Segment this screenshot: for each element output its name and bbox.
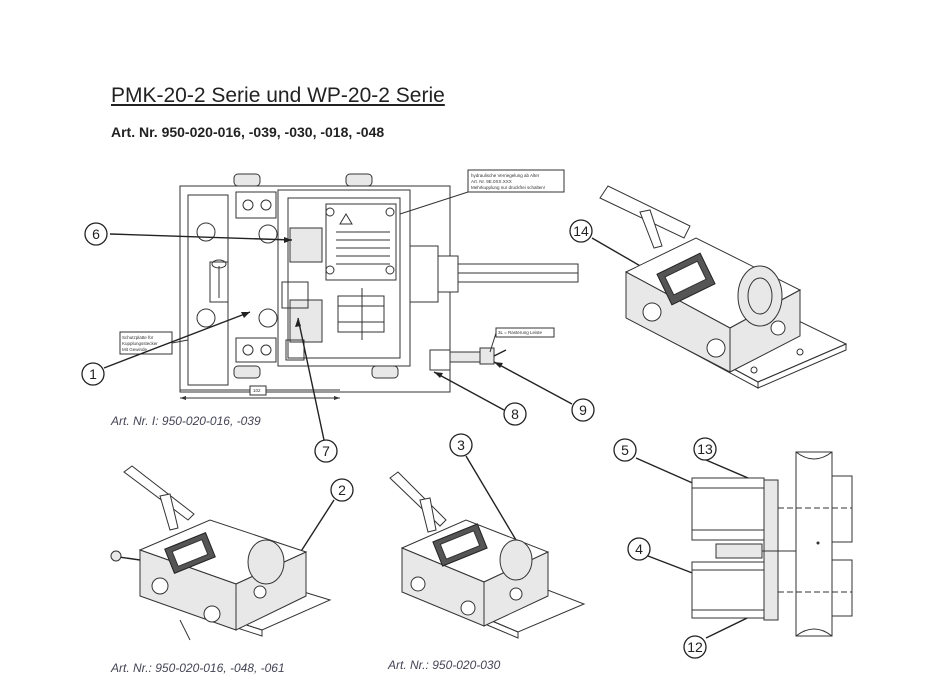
left-note-line-3: Mit Gewinde: [122, 347, 148, 352]
svg-text:7: 7: [322, 443, 330, 459]
svg-text:6: 6: [92, 226, 100, 242]
callout-9: 9: [571, 398, 595, 422]
callout-7: 7: [314, 439, 338, 463]
callout-6: 6: [84, 222, 108, 246]
svg-text:3: 3: [457, 437, 465, 453]
callout-4: 4: [627, 537, 651, 561]
dimension-label: 102: [253, 388, 261, 393]
document-title: PMK-20-2 Serie und WP-20-2 Serie: [111, 84, 445, 107]
callout-13: 13: [693, 437, 717, 461]
callout-2: 2: [330, 478, 354, 502]
callout-12: 12: [683, 635, 707, 659]
isometric-view-top-right: [599, 185, 848, 389]
svg-text:1: 1: [89, 366, 97, 382]
svg-text:2: 2: [338, 482, 346, 498]
svg-text:9: 9: [579, 402, 587, 418]
callout-14: 14: [569, 219, 593, 243]
left-note-line-2: Kupplungsstecker: [122, 341, 158, 346]
callout-1: 1: [81, 362, 105, 386]
svg-text:4: 4: [635, 541, 643, 557]
svg-text:13: 13: [697, 441, 713, 457]
left-note-line-1: Schutzplatte für: [122, 335, 154, 340]
hydraulic-note-line-2: Art. Nr. 9E.0XX.XXX: [471, 179, 512, 184]
hydraulic-note-line-3: Mehrkupplung nur druckfrei schalten!: [471, 185, 545, 190]
hydraulic-note-line-1: hydraulische Verriegelung ab Alter: [471, 173, 540, 178]
svg-text:8: 8: [511, 406, 519, 422]
svg-text:14: 14: [573, 223, 589, 239]
isometric-view-bottom-left: [110, 465, 332, 641]
callout-5: 5: [613, 438, 637, 462]
svg-text:5: 5: [621, 442, 629, 458]
callout-3: 3: [449, 433, 473, 457]
article-numbers: Art. Nr. 950-020-016, -039, -030, -018, …: [111, 124, 385, 140]
caption-view-bottom-middle: Art. Nr.: 950-020-030: [388, 658, 501, 672]
callout-8: 8: [503, 402, 527, 426]
caption-main-drawing: Art. Nr. I: 950-020-016, -039: [111, 414, 261, 428]
main-technical-drawing: 102 hydraulische Verriegelung ab Alter A…: [119, 169, 579, 400]
caption-view-bottom-left: Art. Nr.: 950-020-016, -048, -061: [111, 661, 285, 675]
section-detail-bottom-right: [691, 451, 853, 637]
isometric-view-bottom-middle: [389, 471, 586, 639]
svg-text:12: 12: [687, 639, 703, 655]
rail-note: 3L = Rasterung Leiste: [498, 330, 542, 335]
